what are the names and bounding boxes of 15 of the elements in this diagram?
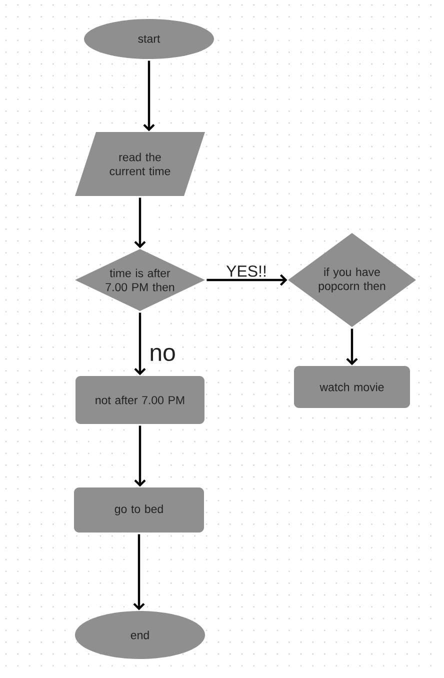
arrow [133,534,145,610]
edge-label: no [148,346,177,362]
input-parallelogram: read the current time [75,132,205,196]
arrow [346,328,358,366]
terminal-oval: start [84,19,214,60]
arrow [134,426,146,487]
arrow [134,312,146,376]
arrow [134,198,146,248]
arrow [143,60,155,132]
process-box: go to bed [74,488,204,532]
process-box: watch movie [294,366,410,408]
arrow [206,274,288,286]
edge-label: YES!! [225,264,268,278]
process-box: not after 7.00 PM [76,376,204,424]
terminal-oval: end [75,611,205,659]
